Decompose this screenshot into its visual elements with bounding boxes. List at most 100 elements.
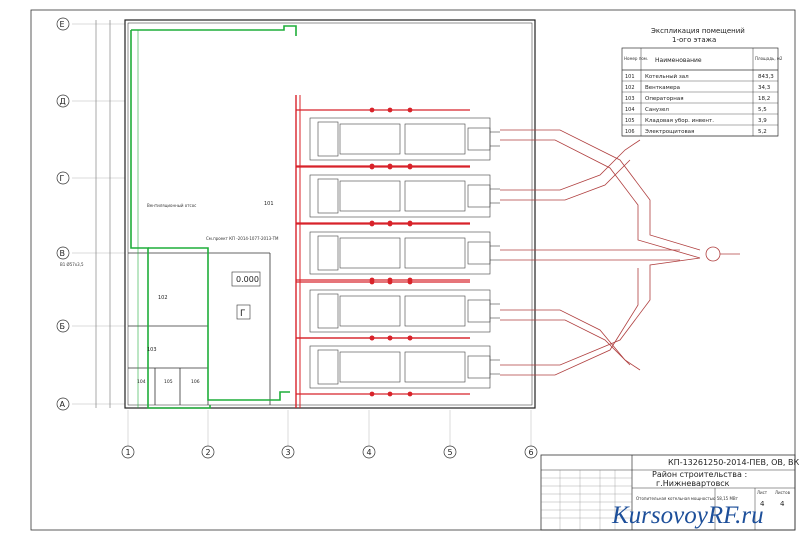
expl-row-area: 843,3 xyxy=(758,74,774,80)
boiler-3 xyxy=(309,231,500,275)
axis-number-bubble-3: 4 xyxy=(362,445,376,459)
expl-row-num: 103 xyxy=(625,96,635,102)
axis-number: 4 xyxy=(367,448,372,457)
axis-bubble-1: Д xyxy=(56,94,70,108)
valve-icon xyxy=(369,279,375,285)
stamp-sheet-label: Лист xyxy=(757,490,768,495)
boiler-units xyxy=(309,117,500,389)
drawing-frame xyxy=(30,9,796,531)
building-walls xyxy=(124,19,536,409)
axis-number-bubble-0: 1 xyxy=(121,445,135,459)
grid-axes-vertical xyxy=(127,410,532,447)
col-num-header: Номер пом. xyxy=(624,56,648,61)
valve-icon xyxy=(369,335,375,341)
axis-letter: Г xyxy=(60,174,65,183)
axis-number: 2 xyxy=(206,448,211,457)
axis-letter: Б xyxy=(60,322,66,331)
axis-bubble-0: Е xyxy=(56,17,70,31)
grid-axes-horizontal xyxy=(72,23,125,405)
valve-icon xyxy=(387,164,393,170)
valve-icon xyxy=(387,335,393,341)
boiler-1 xyxy=(309,117,500,161)
axis-letter-bubbles: Е Д Г В Б А xyxy=(56,17,70,411)
axis-letter: Д xyxy=(60,97,66,106)
valve-icon xyxy=(369,221,375,227)
valve-icon xyxy=(407,279,413,285)
expl-row-area: 5,2 xyxy=(758,129,767,135)
internal-walls xyxy=(128,252,271,405)
valve-icon xyxy=(387,391,393,397)
explication-title-1: Экспликация помещений xyxy=(651,27,745,35)
room-105-label: 105 xyxy=(164,379,173,385)
watermark-text: KursovoyRF.ru xyxy=(611,502,764,529)
valve-icon xyxy=(387,279,393,285)
valve-icon xyxy=(387,221,393,227)
axis-number-bubble-5: 6 xyxy=(524,445,538,459)
axis-number-bubble-2: 3 xyxy=(281,445,295,459)
stamp-city: г.Нижневартовск xyxy=(656,479,730,488)
boiler-5 xyxy=(309,345,500,389)
valve-icon xyxy=(407,335,413,341)
expl-row-area: 18,2 xyxy=(758,96,770,102)
stamp-sheets-label: Листов xyxy=(775,490,791,495)
expl-row-name: Электрощитовая xyxy=(645,129,694,135)
expl-row-name: Котельный зал xyxy=(645,73,689,80)
level-mark: 0.000 xyxy=(236,275,259,284)
room-103-label: 103 xyxy=(147,347,157,353)
heating-mains xyxy=(295,95,470,408)
stamp-sheet-no: 4 xyxy=(760,500,765,508)
axis-number: 6 xyxy=(529,448,534,457)
expl-row-num: 104 xyxy=(625,107,635,113)
stamp-sheets-total: 4 xyxy=(780,500,785,508)
col-name-header: Наименование xyxy=(655,57,702,64)
level-mark-box xyxy=(231,271,261,287)
flue-ducts xyxy=(500,129,740,376)
axis-letter: В xyxy=(60,249,66,258)
axis-number: 5 xyxy=(448,448,453,457)
axis-number-bubble-4: 5 xyxy=(443,445,457,459)
valve-icon xyxy=(369,107,375,113)
valve-icon xyxy=(407,391,413,397)
room-101-label: 101 xyxy=(264,201,274,207)
axis-number-bubbles: 1 2 3 4 5 6 xyxy=(121,445,538,459)
section-box xyxy=(236,304,251,320)
col-area-header: Площадь, м2 xyxy=(755,56,783,61)
expl-row-num: 106 xyxy=(625,129,635,135)
axis-letter: А xyxy=(60,400,66,409)
axis-number: 1 xyxy=(126,448,131,457)
stamp-region: Район строительства : xyxy=(652,470,747,479)
axis-bubble-3: В xyxy=(56,246,70,260)
axis-bubble-5: А xyxy=(56,397,70,411)
expl-row-name: Санузел xyxy=(645,107,669,113)
expl-row-num: 102 xyxy=(625,85,635,91)
expl-row-name: Операторная xyxy=(645,96,684,102)
valve-icon xyxy=(369,391,375,397)
section-letter: Г xyxy=(240,309,246,319)
see-project-note: См.проект КП -2014-1077-2013-ТМ xyxy=(206,236,279,241)
valve-icon xyxy=(407,107,413,113)
valve-icon xyxy=(369,164,375,170)
explication-table: Экспликация помещений 1-ого этажа Номер … xyxy=(621,27,783,137)
axis-bubble-4: Б xyxy=(56,319,70,333)
boiler-4 xyxy=(309,289,500,333)
water-supply-pipe xyxy=(130,25,297,409)
expl-row-area: 34,3 xyxy=(758,85,771,91)
valve-icon xyxy=(407,164,413,170)
boiler-2 xyxy=(309,174,500,218)
room-106-label: 106 xyxy=(191,379,200,385)
axis-number: 3 xyxy=(286,448,291,457)
axis-number-bubble-1: 2 xyxy=(201,445,215,459)
expl-row-area: 5,5 xyxy=(758,107,767,113)
expl-row-name: Венткамера xyxy=(645,85,680,91)
expl-row-area: 3,9 xyxy=(758,118,767,124)
stamp-code: КП-13261250-2014-ПЕВ, ОВ, ВК xyxy=(668,458,799,467)
axis-bubble-2: Г xyxy=(56,171,70,185)
explication-title-2: 1-ого этажа xyxy=(672,36,716,44)
stamp-sheet-title: Отопительная котельная мощностью 58,15 М… xyxy=(636,496,739,501)
valve-icon xyxy=(407,221,413,227)
expl-row-num: 101 xyxy=(625,74,635,80)
room-102-label: 102 xyxy=(158,295,168,301)
valve-icon xyxy=(387,107,393,113)
title-block: КП-13261250-2014-ПЕВ, ОВ, ВК Район строи… xyxy=(540,454,799,531)
